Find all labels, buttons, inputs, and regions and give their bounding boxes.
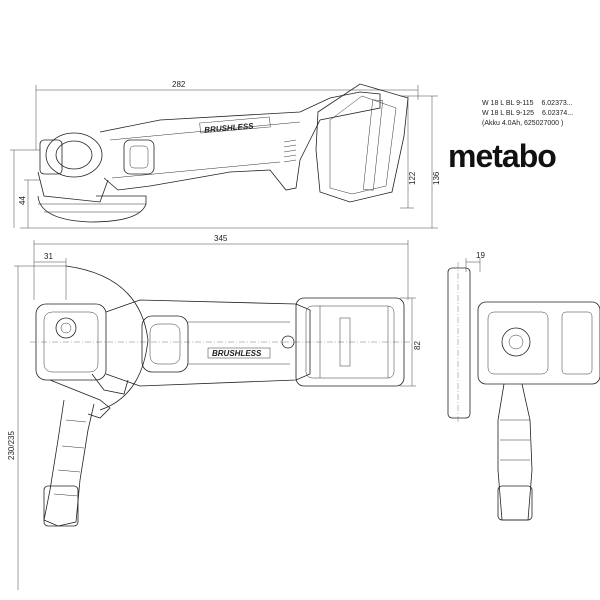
model-code-1: 6.02373...	[541, 100, 573, 107]
dim-82: 82	[413, 341, 422, 350]
model-line-2: W 18 L BL 9-125 6.02374...	[482, 110, 573, 117]
model-code-2: 6.02374...	[541, 110, 574, 117]
dim-345: 345	[214, 234, 228, 243]
dim-136: 136	[432, 171, 441, 185]
dim-31: 31	[44, 252, 53, 261]
top-view: 282 122 136 44 BRUSHLESS	[10, 80, 441, 229]
dim-44: 44	[18, 196, 27, 205]
metabo-logo: metabo	[448, 138, 557, 174]
model-line-1: W 18 L BL 9-115 6.02373...	[482, 100, 573, 107]
dim-19: 19	[476, 251, 485, 260]
dim-230-235: 230/235	[7, 431, 16, 460]
battery-note: (Akku 4.0Ah, 625027000 )	[482, 120, 564, 127]
dim-122: 122	[408, 171, 417, 185]
model-name-2: W 18 L BL 9-125	[482, 110, 535, 117]
front-view: 19	[447, 251, 600, 521]
model-name-1: W 18 L BL 9-115	[482, 100, 534, 107]
brushless-label-bottom: BRUSHLESS	[212, 349, 262, 358]
plan-view: 345 31 230/235 82 BRUSHLESS	[7, 234, 422, 590]
brushless-label-top: BRUSHLESS	[204, 121, 255, 134]
dim-282: 282	[172, 80, 186, 89]
